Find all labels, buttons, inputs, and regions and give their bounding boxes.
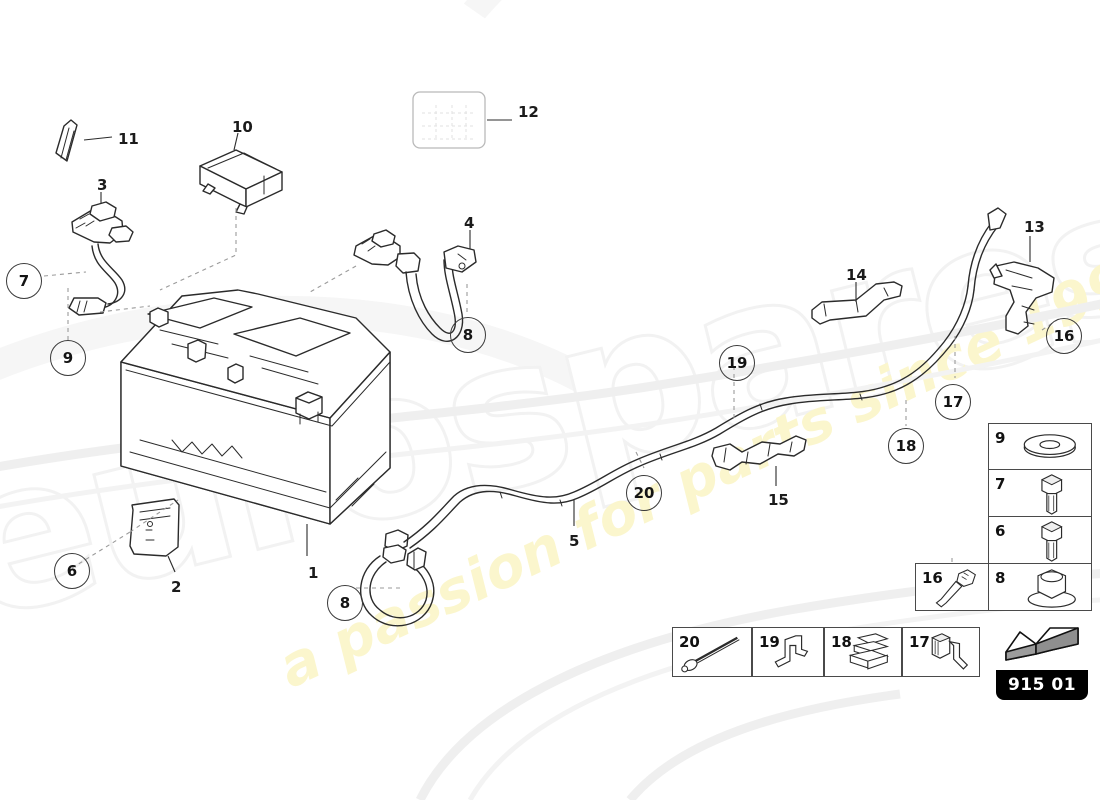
callout-17[interactable]: 17: [935, 384, 971, 420]
label-12: 12: [518, 103, 539, 121]
legend-num-17: 17: [909, 633, 930, 651]
legend-item-20[interactable]: 20: [672, 627, 752, 677]
label-14: 14: [846, 266, 867, 284]
clamp-icon: [931, 633, 969, 670]
callout-8-lower[interactable]: 8: [327, 585, 363, 621]
part-2-bracket: [71, 498, 180, 573]
legend-item-16[interactable]: 16: [915, 563, 989, 611]
legend-item-6[interactable]: 6: [988, 516, 1092, 564]
part-3-terminal-cable: [43, 192, 151, 340]
flange-nut-icon: [1027, 569, 1076, 608]
legend-num-18: 18: [831, 633, 852, 651]
label-1: 1: [308, 564, 319, 582]
label-15: 15: [768, 491, 789, 509]
legend-item-19[interactable]: 19: [752, 627, 824, 677]
group-code-badge[interactable]: 915 01: [995, 621, 1089, 701]
label-3: 3: [97, 176, 108, 194]
callout-9[interactable]: 9: [50, 340, 86, 376]
part-14-line: [811, 281, 903, 325]
legend-item-8[interactable]: 8: [988, 563, 1092, 611]
wedge-shape-icon: [1005, 627, 1079, 661]
part-15-connector: [711, 435, 807, 486]
legend-num-20: 20: [679, 633, 700, 651]
legend-num-7: 7: [995, 475, 1006, 493]
washer-icon: [1023, 434, 1076, 458]
part-1-battery: [120, 289, 391, 556]
label-13: 13: [1024, 218, 1045, 236]
legend-num-8: 8: [995, 569, 1006, 587]
legend-num-9: 9: [995, 429, 1006, 447]
legend-item-17[interactable]: 17: [902, 627, 980, 677]
part-5-harness-line: [403, 207, 1007, 549]
legend-item-18[interactable]: 18: [824, 627, 902, 677]
part-13-hose: [989, 236, 1061, 335]
label-4: 4: [464, 214, 475, 232]
callout-16[interactable]: 16: [1046, 318, 1082, 354]
part-12-label: [412, 91, 512, 149]
socket-screw-icon: [935, 569, 976, 608]
part-10-cover: [159, 132, 283, 291]
hex-bolt-icon: [1040, 521, 1063, 562]
legend-num-6: 6: [995, 522, 1006, 540]
label-11: 11: [118, 130, 139, 148]
callout-7[interactable]: 7: [6, 263, 42, 299]
badge-illustration: [996, 622, 1088, 670]
label-2: 2: [171, 578, 182, 596]
hex-bolt-icon: [1040, 474, 1063, 515]
callout-18[interactable]: 18: [888, 428, 924, 464]
legend-num-16: 16: [922, 569, 943, 587]
legend-item-7[interactable]: 7: [988, 469, 1092, 517]
callout-6[interactable]: 6: [54, 553, 90, 589]
legend-item-9[interactable]: 9: [988, 423, 1092, 470]
part-11-cap: [55, 119, 113, 162]
part-8-ring-clamp: [356, 529, 435, 627]
callout-8-upper[interactable]: 8: [450, 317, 486, 353]
cable-tie-icon: [681, 636, 740, 673]
label-10: 10: [232, 118, 253, 136]
legend-num-19: 19: [759, 633, 780, 651]
badge-code: 915 01: [996, 670, 1088, 700]
bracket-icon: [774, 635, 809, 668]
clip-stack-icon: [848, 633, 890, 670]
callout-19[interactable]: 19: [719, 345, 755, 381]
label-5: 5: [569, 532, 580, 550]
callout-20[interactable]: 20: [626, 475, 662, 511]
